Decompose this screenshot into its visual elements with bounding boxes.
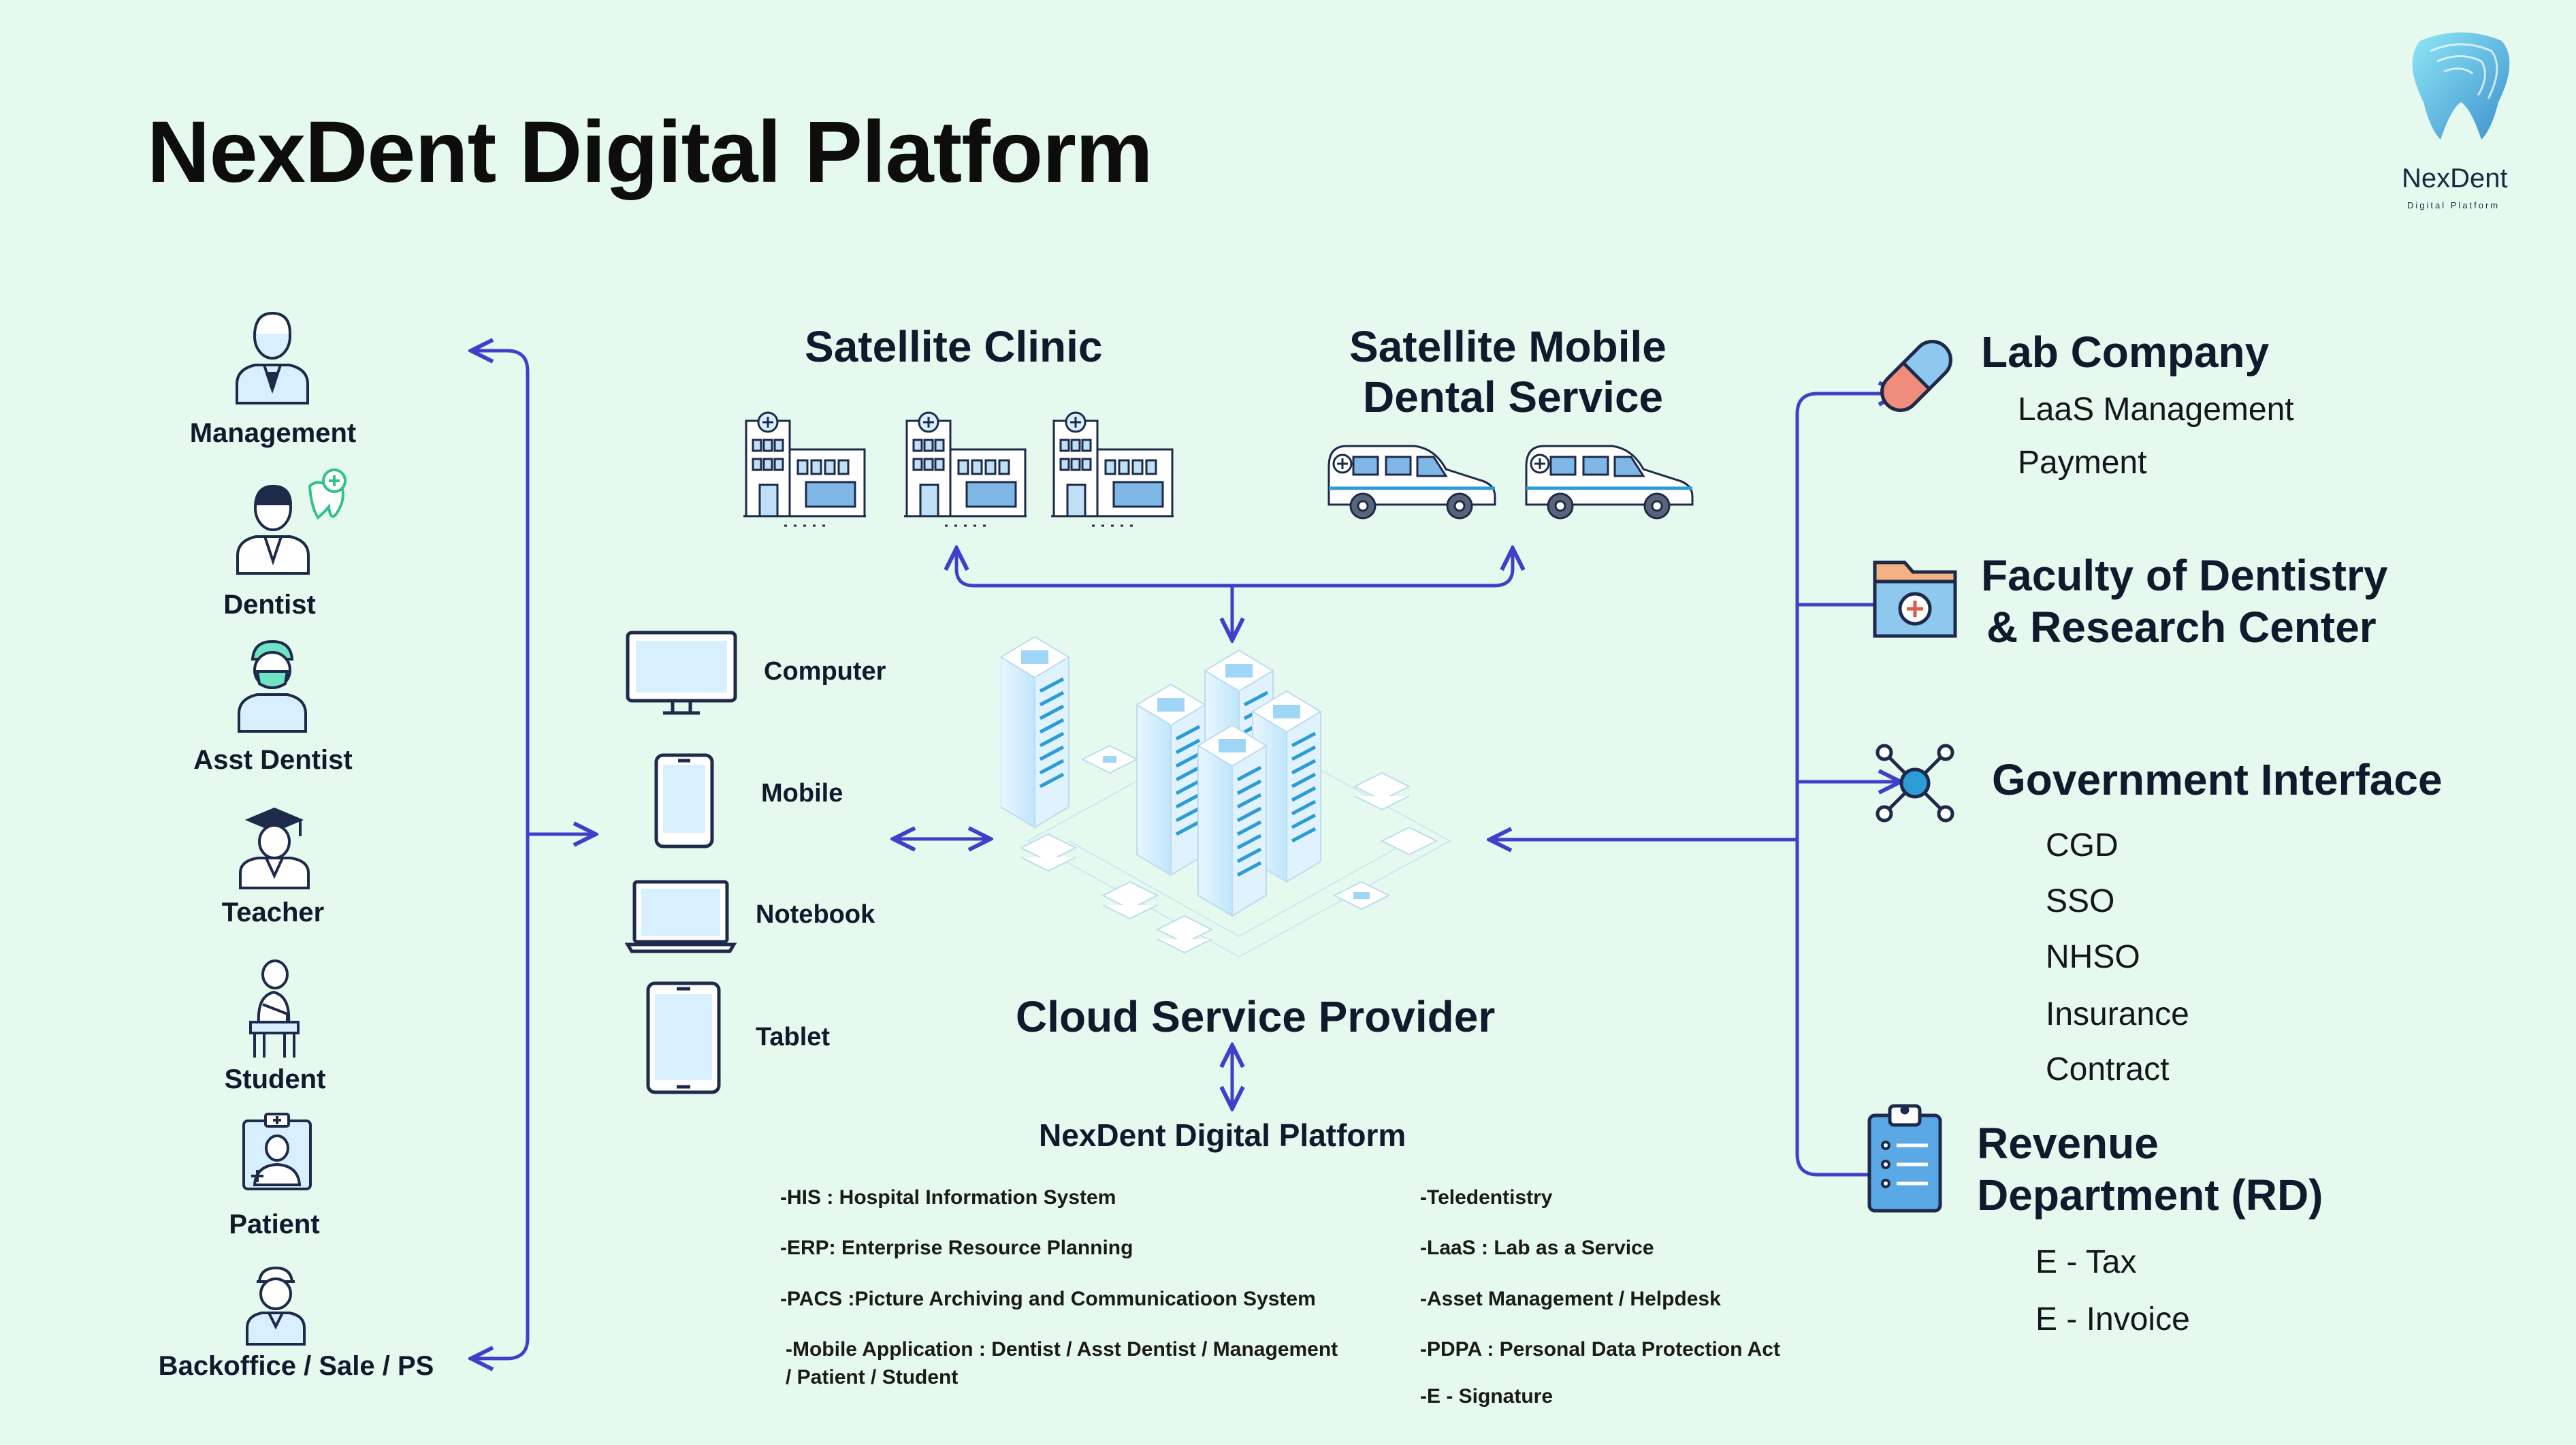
role-label-dentist: Dentist [223, 590, 316, 620]
device-label-mobile: Mobile [761, 779, 843, 808]
feature-item: -PACS :Picture Archiving and Communicati… [780, 1288, 1316, 1310]
lab-item: Payment [2018, 445, 2147, 481]
role-label-management: Management [189, 418, 357, 448]
role-label-patient: Patient [229, 1209, 320, 1239]
feature-item: -Asset Management / Helpdesk [1420, 1288, 1721, 1310]
government-item: CGD [2046, 827, 2119, 863]
government-title: Government Interface [1992, 755, 2443, 804]
revenue-item: E - Invoice [2035, 1301, 2190, 1337]
student-icon [240, 957, 308, 1059]
mobile-icon [654, 752, 715, 849]
government-item: SSO [2046, 883, 2115, 919]
clipboard-icon [1865, 1102, 1944, 1213]
asst-dentist-icon [235, 639, 310, 734]
platform-label: NexDent Digital Platform [1039, 1117, 1406, 1153]
server-cluster-icon [999, 635, 1477, 970]
ambulance-van-icon [1326, 439, 1694, 522]
feature-item: -Teledentistry [1420, 1186, 1553, 1209]
logo-name: NexDent [2402, 163, 2508, 193]
device-label-tablet: Tablet [756, 1023, 831, 1051]
satellite-mobile-label-line2: Dental Service [1363, 372, 1664, 422]
role-label-teacher: Teacher [221, 898, 325, 927]
tooth-logo-icon [2396, 27, 2526, 143]
government-item: Insurance [2046, 996, 2189, 1032]
faculty-title-line1: Faculty of Dentistry [1981, 551, 2388, 600]
backoffice-icon [242, 1265, 310, 1347]
clinic-building-icon [743, 409, 1179, 530]
dentist-icon [228, 466, 351, 575]
teacher-icon [235, 805, 313, 890]
government-item: Contract [2046, 1051, 2170, 1087]
satellite-mobile-label-line1: Satellite Mobile [1349, 322, 1667, 371]
revenue-item: E - Tax [2035, 1244, 2137, 1280]
faculty-title-line2: & Research Center [1986, 603, 2377, 652]
feature-item: -ERP: Enterprise Resource Planning [780, 1237, 1133, 1259]
tablet-icon [645, 981, 722, 1095]
satellite-clinic-label: Satellite Clinic [805, 322, 1103, 371]
feature-item: -Mobile Application : Dentist / Asst Den… [786, 1338, 1338, 1361]
revenue-title-line2: Department (RD) [1977, 1171, 2323, 1220]
role-label-asst-dentist: Asst Dentist [193, 745, 353, 775]
manager-icon [231, 308, 313, 407]
feature-item: -E - Signature [1420, 1385, 1553, 1408]
lab-item: LaaS Management [2018, 392, 2294, 428]
computer-icon [625, 630, 738, 717]
logo-tagline: Digital Platform [2407, 200, 2500, 210]
government-item: NHSO [2046, 939, 2140, 975]
network-nodes-icon [1871, 739, 1959, 827]
role-label-backoffice: Backoffice / Sale / PS [158, 1351, 434, 1381]
patient-icon [240, 1111, 315, 1193]
feature-item: / Patient / Student [786, 1366, 959, 1388]
pill-capsule-icon [1871, 330, 1963, 422]
device-label-computer: Computer [764, 657, 886, 686]
feature-item: -LaaS : Lab as a Service [1420, 1237, 1654, 1259]
notebook-icon [624, 879, 737, 954]
medical-folder-icon [1871, 552, 1959, 640]
feature-item: -PDPA : Personal Data Protection Act [1420, 1338, 1780, 1361]
device-label-notebook: Notebook [756, 900, 875, 929]
feature-item: -HIS : Hospital Information System [780, 1186, 1116, 1209]
lab-title: Lab Company [1981, 328, 2270, 377]
role-label-student: Student [224, 1064, 326, 1094]
page-title: NexDent Digital Platform [147, 104, 1153, 201]
revenue-title-line1: Revenue [1977, 1119, 2159, 1168]
cloud-label: Cloud Service Provider [1016, 992, 1496, 1041]
